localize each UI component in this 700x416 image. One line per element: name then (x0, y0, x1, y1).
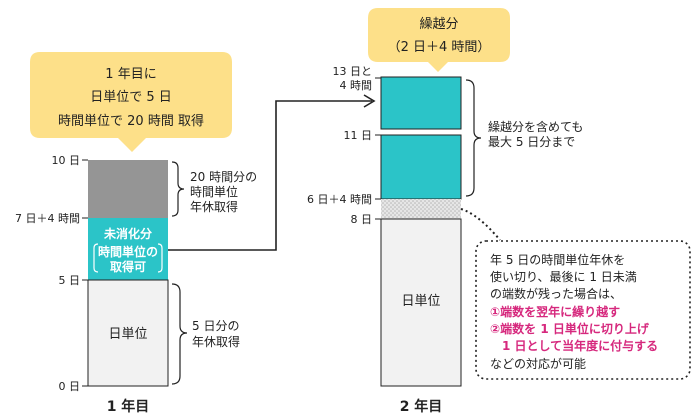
year2-bubble-shape (368, 8, 510, 72)
year1-title: 1 年目 (107, 398, 150, 415)
year2-bar: 日単位 (380, 76, 462, 387)
year2-bubble-line-1: 繰越分 (419, 17, 458, 32)
year1-tick-7h4: 7 日＋4 時間 (15, 212, 80, 225)
year2-segment-daily (380, 218, 462, 387)
year2-tick-6h4: 6 日＋4 時間 (307, 193, 372, 206)
year2-axis: 13 日と 4 時間 11 日 6 日＋4 時間 8 日 (307, 65, 381, 226)
year1-bar-label: 日単位 (108, 326, 147, 342)
note-box-frame (475, 240, 691, 380)
year2-bubble-line-2: （2 日＋4 時間） (388, 40, 491, 55)
year1-bubble-line-2: 日単位で 5 日 (90, 89, 172, 105)
year2-tick-13h4-line-2: 4 時間 (340, 79, 373, 92)
year1-brace-top-line-1: 20 時間分の (190, 170, 257, 184)
year1-brace-bottom (171, 283, 188, 385)
year1-bubble-line-3: 時間単位で 20 時間 取得 (58, 113, 204, 129)
note-tail: などの対応が可能 (490, 356, 586, 371)
year1-brace-top (171, 161, 185, 217)
note-accent-line-1: ①端数を翌年に繰り越す (490, 304, 620, 319)
year2-bar-label: 日単位 (401, 293, 440, 309)
year1-bar: 未消化分 時間単位の 取得可 日単位 (87, 160, 169, 387)
note-connector (460, 208, 501, 241)
year1-tick-0: 0 日 (59, 380, 81, 393)
year1-segment-unused (88, 218, 168, 280)
carryover-arrow (168, 100, 372, 251)
year1-segment-daily (87, 279, 169, 387)
year2-brace-line-2: 最大 5 日分まで (488, 135, 575, 149)
year1-unused-line-3: 取得可 (110, 259, 146, 274)
year1-bubble: 1 年目に 日単位で 5 日 時間単位で 20 時間 取得 (30, 52, 232, 152)
note-line-3: の端数が残った場合は、 (490, 286, 622, 301)
year1-brace-bottom-line-2: 年休取得 (192, 334, 240, 349)
year2-title: 2 年目 (400, 398, 443, 415)
year2-tick-13h4-line-1: 13 日と (333, 65, 373, 78)
year2-brace-line-1: 繰越分を含めても (488, 119, 583, 134)
year1-unused-bracket-right (157, 243, 163, 273)
year1-bubble-shape (30, 52, 232, 152)
carryover-arrowhead (363, 94, 376, 108)
year1-tick-5: 5 日 (59, 274, 81, 287)
note-box: 年 5 日の時間単位年休を 使い切り、最後に 1 日未満 の端数が残った場合は、… (475, 240, 691, 380)
year2-segment-carryover (380, 76, 462, 130)
year1-segment-hourly-taken (88, 160, 168, 218)
note-accent-line-2: ②端数を 1 日単位に切り上げ (490, 321, 650, 336)
year1-tick-10: 10 日 (52, 154, 81, 167)
year1-bubble-line-1: 1 年目に (105, 67, 156, 82)
year2-segment-fraction (381, 199, 461, 219)
year1-brace-top-line-3: 年休取得 (190, 199, 238, 214)
note-line-2: 使い切り、最後に 1 日未満 (490, 269, 637, 284)
year1-unused-line-2: 時間単位の (98, 244, 158, 259)
year2-tick-11: 11 日 (344, 129, 373, 142)
year1-unused-line-1: 未消化分 (103, 226, 152, 241)
year1-unused-bracket-left (93, 243, 99, 273)
year2-bubble: 繰越分 （2 日＋4 時間） (368, 8, 510, 72)
year2-tick-8: 8 日 (351, 213, 373, 226)
note-accent-line-3: 1 日として当年度に付与する (490, 338, 658, 353)
note-line-1: 年 5 日の時間単位年休を (490, 252, 625, 267)
year1-brace-top-line-2: 時間単位 (190, 184, 238, 199)
year1-axis: 10 日 7 日＋4 時間 5 日 0 日 (15, 154, 88, 393)
year1-brace-bottom-line-1: 5 日分の (192, 319, 239, 333)
year2-brace (465, 79, 482, 197)
year2-segment-new-hourly (380, 134, 462, 200)
